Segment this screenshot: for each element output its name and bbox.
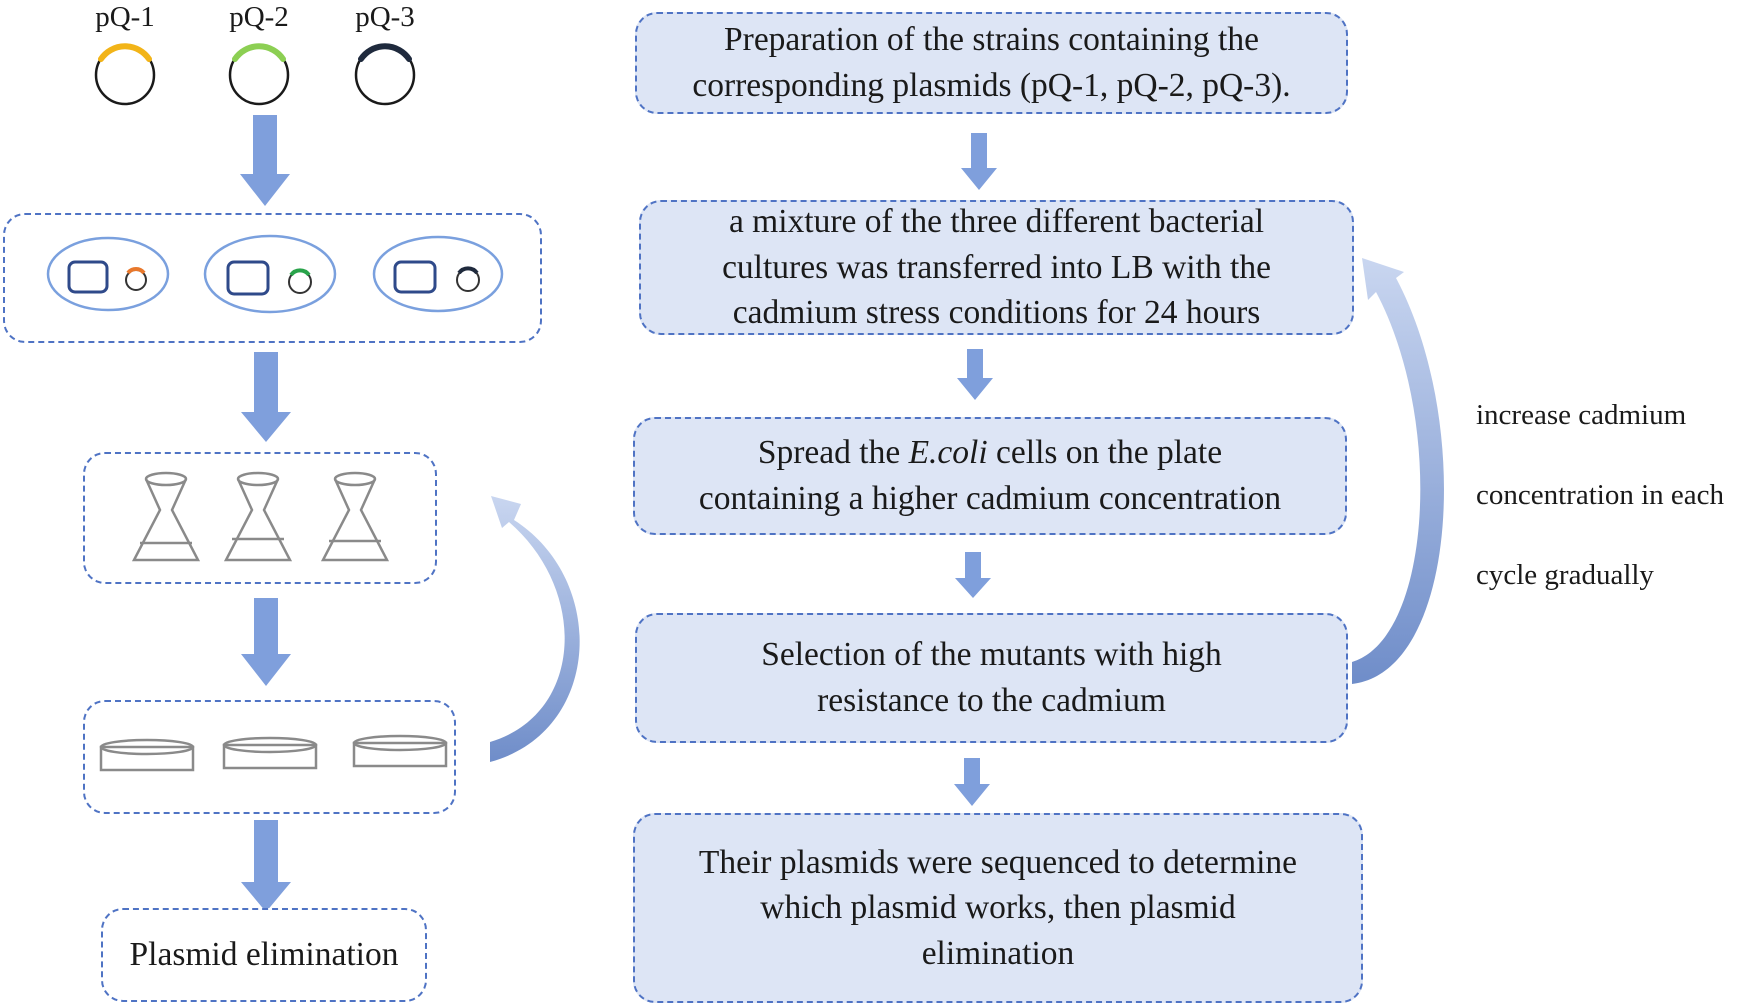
- step-3-line-1-post: cells on the plate: [987, 434, 1223, 472]
- petri-dish-1-icon: [99, 738, 195, 772]
- bacterial-cell-1-icon: [46, 236, 170, 312]
- cycle-note-line-3: cycle gradually: [1476, 559, 1654, 592]
- step-1-box: Preparation of the strains containing th…: [635, 12, 1348, 114]
- step-5-box: Their plasmids were sequenced to determi…: [633, 813, 1363, 1003]
- right-down-arrow-3: [955, 552, 991, 598]
- step-3-box: Spread the E.coli cells on the plate con…: [633, 417, 1347, 535]
- step-4-line-2: resistance to the cadmium: [817, 682, 1166, 719]
- flask-3-icon: [320, 471, 390, 562]
- transformed-cells-box: [3, 213, 542, 343]
- cycle-note-line-2: concentration in each: [1476, 479, 1724, 512]
- step-2-line-2: cultures was transferred into LB with th…: [722, 248, 1271, 286]
- flask-1-icon: [131, 471, 201, 562]
- left-loop-arrow: [490, 496, 580, 762]
- step-5-line-1: Their plasmids were sequenced to determi…: [698, 843, 1298, 881]
- petri-dish-3-icon: [352, 734, 448, 768]
- step-4-line-1: Selection of the mutants with high: [761, 636, 1222, 674]
- plasmid-pq1-icon: [94, 43, 156, 106]
- step-1-line-1: Preparation of the strains containing th…: [724, 21, 1259, 59]
- flask-2-icon: [223, 471, 293, 562]
- right-loop-arrow: [1352, 258, 1444, 684]
- step-3-line-1-pre: Spread the: [757, 434, 909, 472]
- step-5-line-3: elimination: [921, 934, 1075, 972]
- left-down-arrow-2: [241, 352, 291, 442]
- right-down-arrow-1: [961, 133, 997, 190]
- step-3-line-2: containing a higher cadmium concentratio…: [698, 480, 1282, 517]
- step-2-box: a mixture of the three different bacteri…: [639, 200, 1354, 335]
- step-4-box: Selection of the mutants with high resis…: [635, 613, 1348, 743]
- left-down-arrow-4: [241, 820, 291, 912]
- right-down-arrow-2: [957, 349, 993, 400]
- plate-selection-box: [83, 700, 456, 814]
- bacterial-cell-3-icon: [372, 235, 504, 313]
- plasmid-label-pq1: pQ-1: [95, 1, 155, 33]
- left-down-arrow-1: [240, 115, 290, 206]
- step-2-line-3: cadmium stress conditions for 24 hours: [732, 294, 1261, 332]
- right-down-arrow-4: [954, 758, 990, 806]
- step-3-line-1: Spread the E.coli cells on the plate: [699, 430, 1281, 476]
- plasmid-elimination-box: Plasmid elimination: [101, 908, 427, 1002]
- plasmid-label-pq3: pQ-3: [355, 1, 415, 33]
- step-5-line-2: which plasmid works, then plasmid: [760, 889, 1236, 927]
- bacterial-cell-2-icon: [203, 234, 337, 314]
- petri-dish-2-icon: [222, 736, 318, 770]
- flask-culture-box: [83, 452, 437, 584]
- step-2-line-1: a mixture of the three different bacteri…: [728, 203, 1265, 241]
- plasmid-pq2-icon: [228, 43, 290, 106]
- step-3-species: E.coli: [908, 434, 988, 472]
- cycle-note-line-1: increase cadmium: [1476, 399, 1687, 432]
- plasmid-elimination-label: Plasmid elimination: [129, 936, 399, 973]
- step-1-line-2: corresponding plasmids (pQ-1, pQ-2, pQ-3…: [692, 67, 1291, 104]
- left-down-arrow-3: [241, 598, 291, 686]
- plasmid-label-pq2: pQ-2: [229, 1, 289, 33]
- cycle-note: increase cadmium concentration in each c…: [1476, 355, 1724, 635]
- plasmid-pq3-icon: [354, 43, 416, 106]
